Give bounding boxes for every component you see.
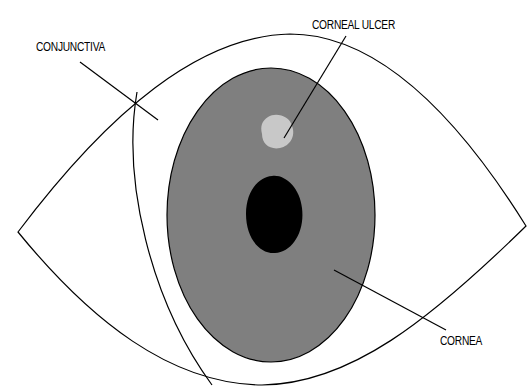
part-label: CORNEA — [440, 334, 482, 348]
leader-line — [284, 36, 346, 138]
part-label: CONJUNCTIVA — [36, 40, 105, 54]
eyelid-outline — [18, 34, 526, 385]
pupil — [246, 176, 302, 253]
leader-line — [80, 62, 158, 120]
cornea-disc — [167, 68, 375, 362]
leader-line — [334, 270, 446, 330]
part-label: CORNEAL ULCER — [312, 18, 395, 32]
